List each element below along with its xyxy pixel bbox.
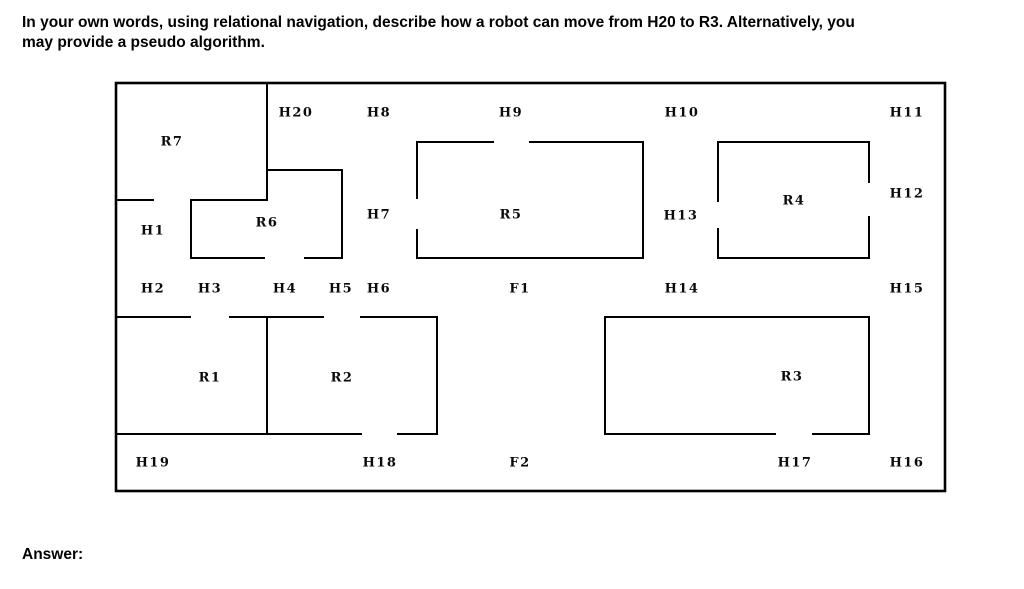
question-line-2: may provide a pseudo algorithm. (22, 34, 265, 51)
label-h9: H9 (498, 105, 524, 121)
label-h20: H20 (278, 105, 314, 121)
label-h17: H17 (777, 455, 813, 471)
label-h2: H2 (140, 281, 166, 297)
label-r3: R3 (780, 369, 804, 385)
label-r2: R2 (330, 370, 354, 386)
label-r6: R6 (255, 215, 279, 231)
label-h12: H12 (889, 186, 925, 202)
label-h18: H18 (362, 455, 398, 471)
label-h1: H1 (140, 223, 166, 239)
label-r4: R4 (782, 193, 806, 209)
label-h13: H13 (663, 208, 699, 224)
label-h16: H16 (889, 455, 925, 471)
label-h4: H4 (272, 281, 298, 297)
label-h15: H15 (889, 281, 925, 297)
label-h8: H8 (366, 105, 392, 121)
label-r5: R5 (499, 207, 523, 223)
question-text: In your own words, using relational navi… (22, 13, 1012, 53)
label-h6: H6 (366, 281, 392, 297)
label-f1: F1 (509, 281, 531, 297)
label-h11: H11 (889, 105, 925, 121)
label-h19: H19 (135, 455, 171, 471)
label-h3: H3 (197, 281, 223, 297)
label-h14: H14 (664, 281, 700, 297)
label-r1: R1 (198, 370, 222, 386)
label-f2: F2 (509, 455, 531, 471)
label-h10: H10 (664, 105, 700, 121)
label-h7: H7 (366, 207, 392, 223)
answer-label: Answer: (22, 546, 84, 563)
label-h5: H5 (328, 281, 354, 297)
question-line-1: In your own words, using relational navi… (22, 14, 855, 31)
label-r7: R7 (160, 134, 184, 150)
